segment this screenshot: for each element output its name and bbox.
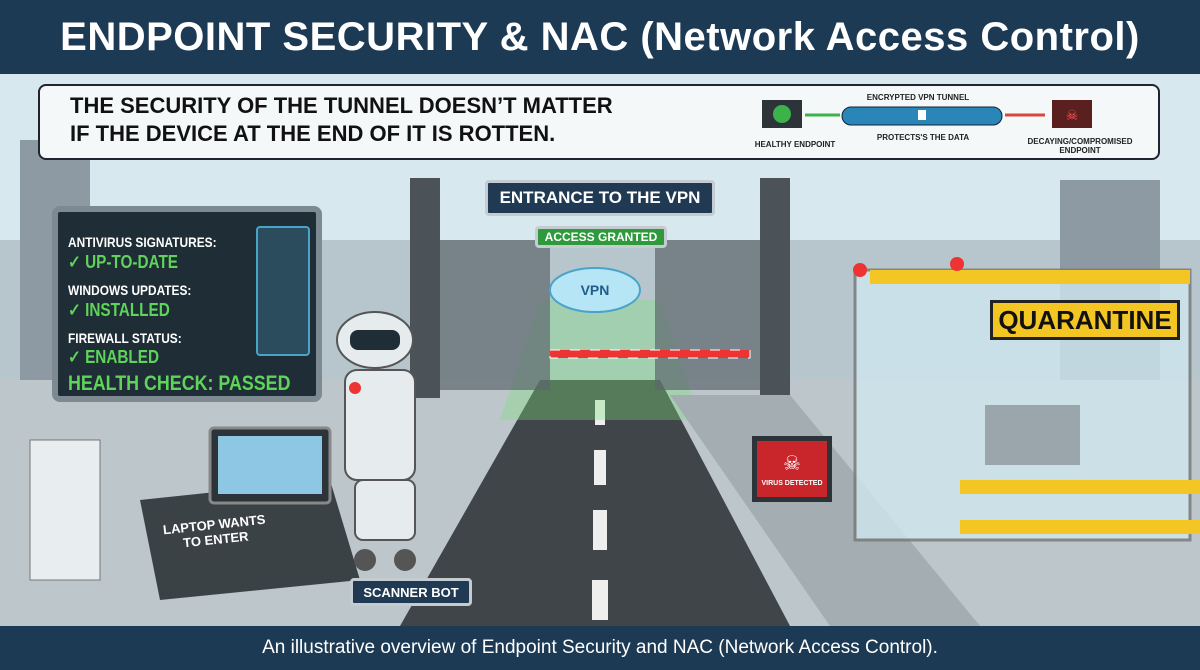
alarm-light <box>950 257 964 271</box>
health-result: HEALTH CHECK: PASSED <box>68 372 291 395</box>
quote-line: THE SECURITY OF THE TUNNEL DOESN’T MATTE… <box>70 93 613 118</box>
compromised-label: DECAYING/COMPROMISED ENDPOINT <box>1027 137 1133 155</box>
check-label: ANTIVIRUS SIGNATURES: <box>68 234 217 250</box>
security-icons-panel <box>256 226 310 356</box>
check-label: WINDOWS UPDATES: <box>68 282 192 298</box>
road-markings <box>592 400 608 620</box>
skull-icon: ☠ <box>783 453 801 475</box>
check-status: ✓ INSTALLED <box>68 300 170 320</box>
scene-illustration: ☠ <box>0 74 1200 626</box>
access-granted-sign: ACCESS GRANTED <box>535 226 667 248</box>
alarm-light <box>349 382 361 394</box>
virus-detected-label: VIRUS DETECTED <box>761 480 823 487</box>
lock-icon <box>918 110 926 120</box>
check-label: FIREWALL STATUS: <box>68 330 182 346</box>
vpn-cloud-icon <box>549 267 641 313</box>
health-monitor: ANTIVIRUS SIGNATURES: ✓ UP-TO-DATE WINDO… <box>52 206 322 402</box>
gate-door-left <box>440 240 550 390</box>
barrier-arm <box>549 349 751 359</box>
kiosk <box>29 439 101 581</box>
healthy-label: HEALTHY ENDPOINT <box>754 140 836 149</box>
skull-icon: ☠ <box>1066 107 1079 123</box>
tunnel-diagram: ☠ <box>762 100 1092 128</box>
check-icon <box>773 105 791 123</box>
protects-label: PROTECTS'S THE DATA <box>876 133 970 142</box>
quarantine-sign: QUARANTINE <box>990 300 1180 340</box>
page-title: ENDPOINT SECURITY & NAC (Network Access … <box>0 0 1200 74</box>
caption: An illustrative overview of Endpoint Sec… <box>0 626 1200 670</box>
tunnel-label: ENCRYPTED VPN TUNNEL <box>866 93 970 102</box>
vpn-entrance-sign: ENTRANCE TO THE VPN <box>485 180 715 216</box>
quarantine-conveyor <box>670 395 980 626</box>
check-status: ✓ ENABLED <box>68 347 160 367</box>
gate-post-right <box>760 178 790 398</box>
alarm-light <box>853 263 867 277</box>
compromised-laptop-icon <box>1052 100 1092 128</box>
quarantined-laptop <box>985 405 1080 465</box>
road <box>400 380 790 626</box>
conveyor-belt <box>140 480 360 600</box>
gate-door-right <box>655 240 760 390</box>
quote-text: THE SECURITY OF THE TUNNEL DOESN’T MATTE… <box>70 92 710 148</box>
gate-post-left <box>410 178 440 398</box>
quote-line: IF THE DEVICE AT THE END OF IT IS ROTTEN… <box>70 121 556 146</box>
vpn-cloud-label: VPN <box>580 282 610 298</box>
scanner-bot-label: SCANNER BOT <box>350 578 472 606</box>
check-status: ✓ UP-TO-DATE <box>68 252 179 272</box>
